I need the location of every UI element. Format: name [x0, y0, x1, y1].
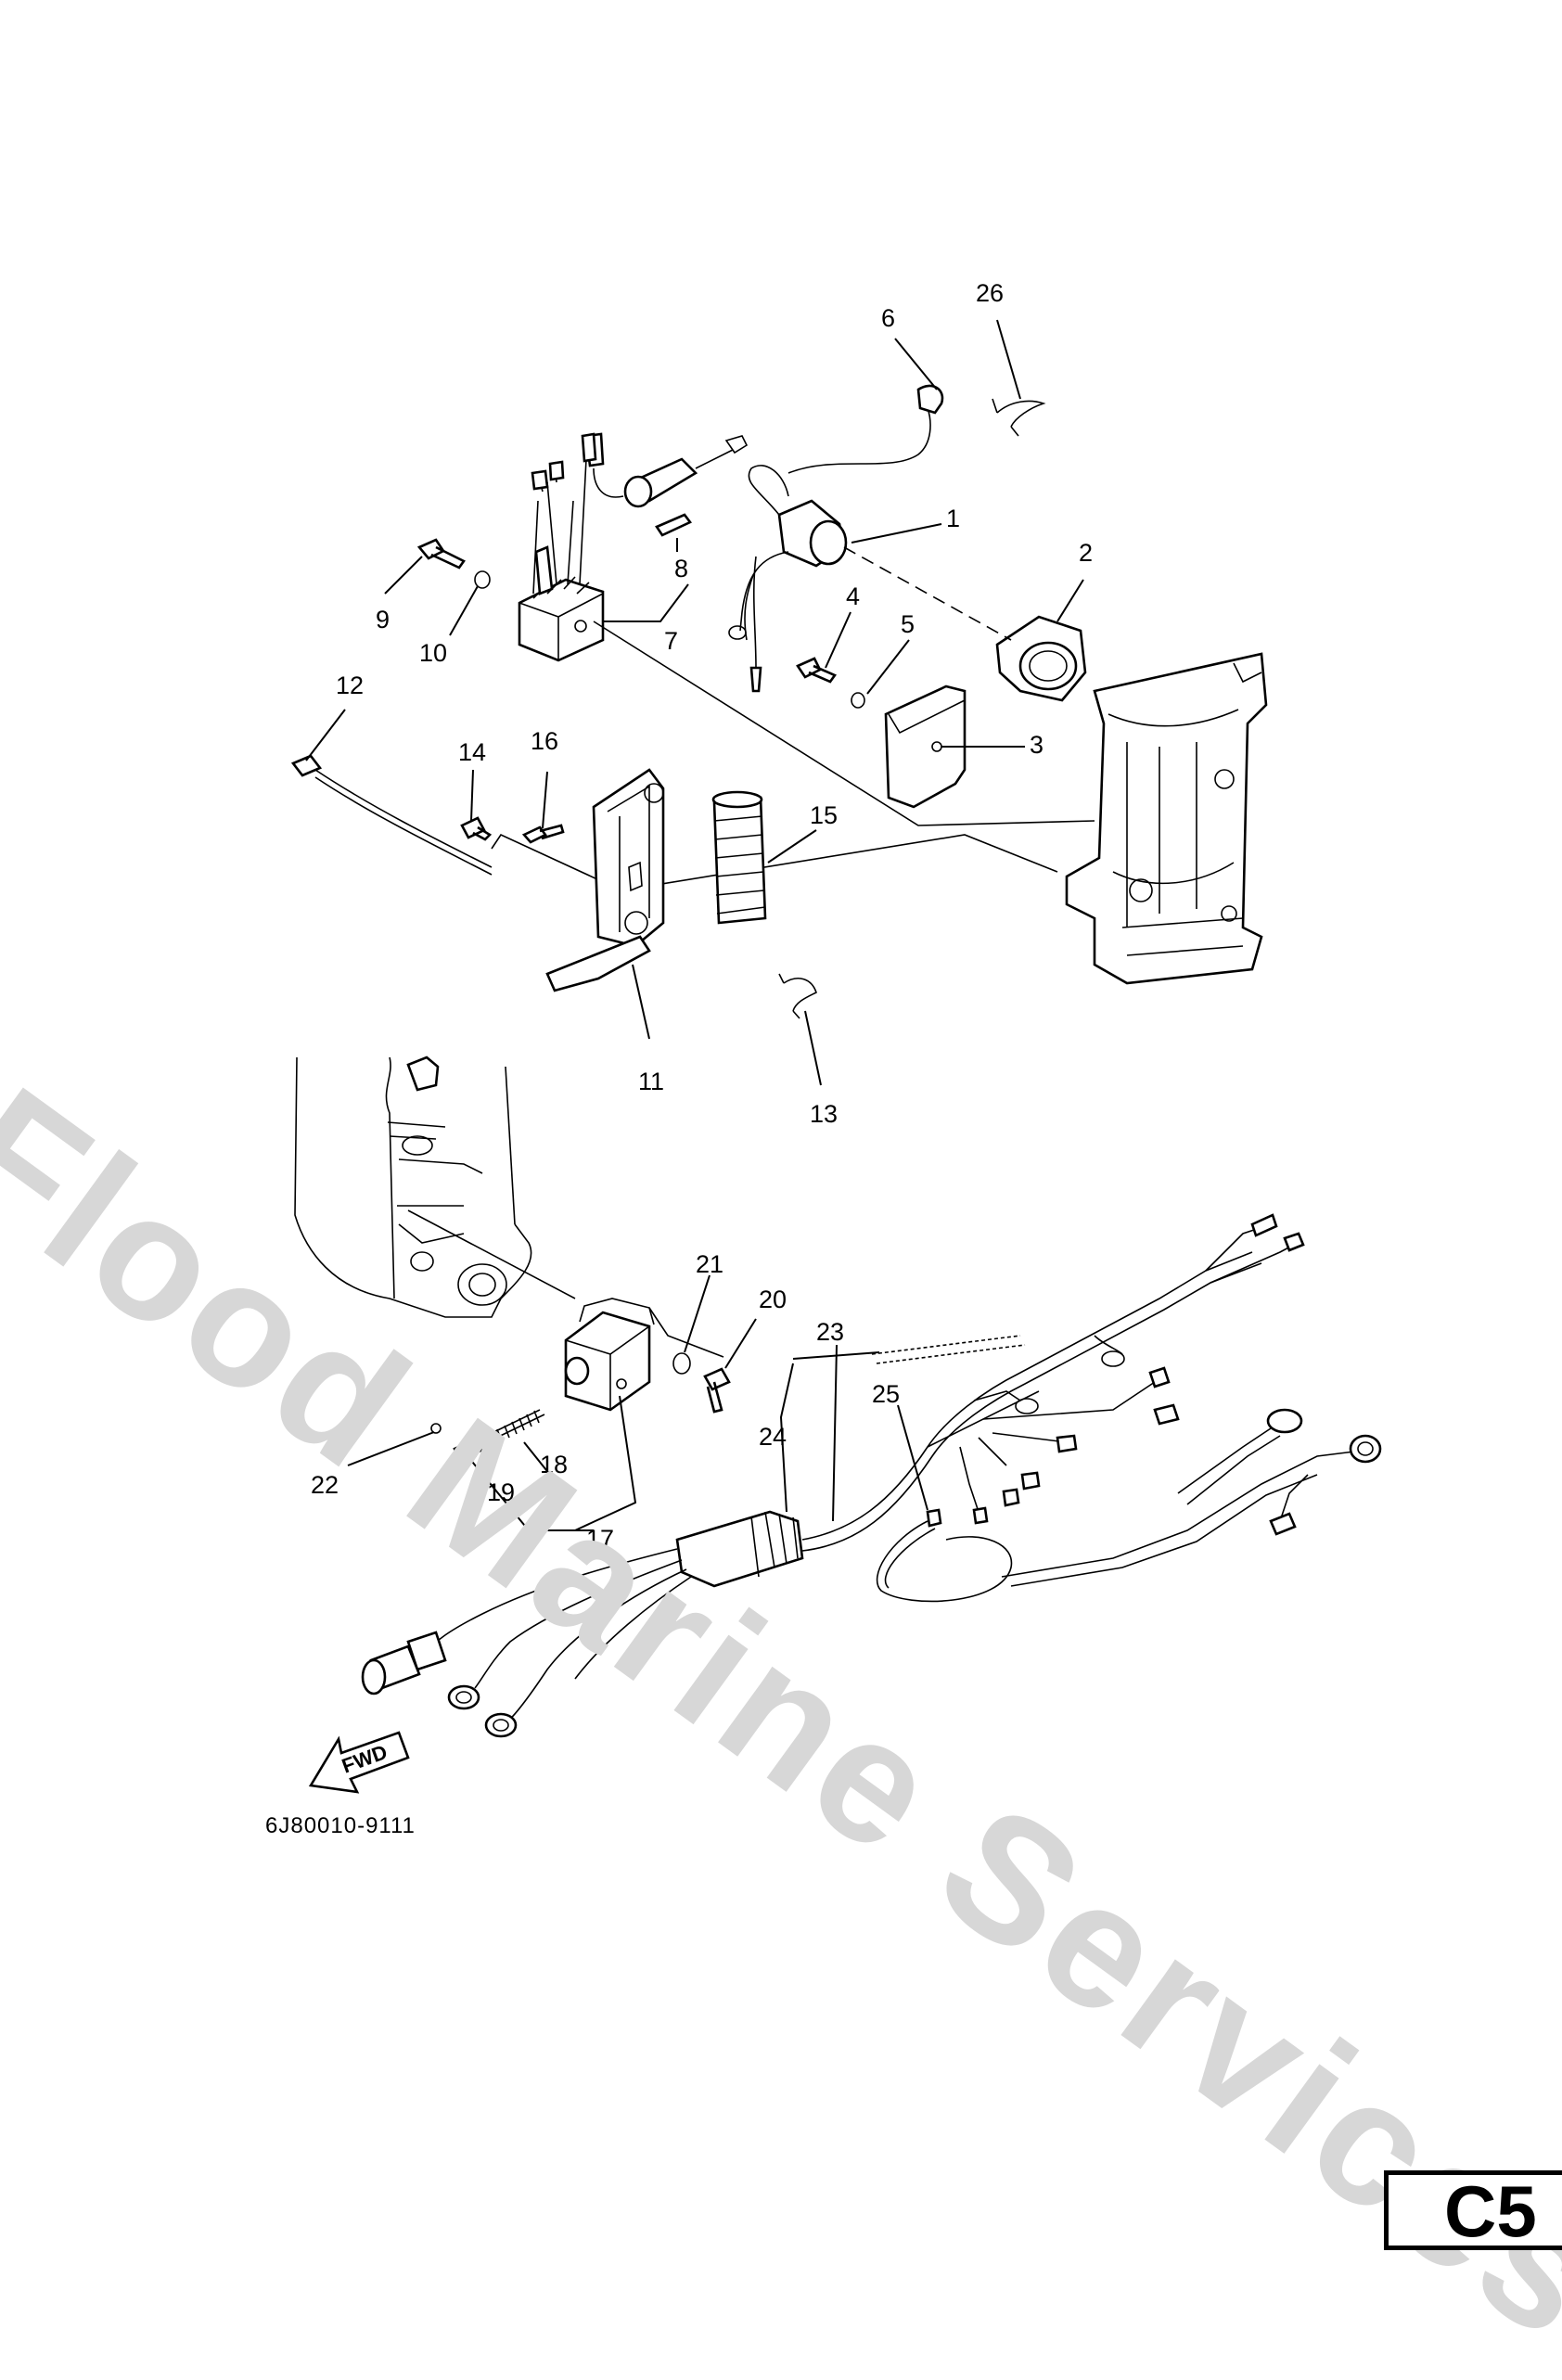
forward-direction-arrow: FWD — [308, 1731, 410, 1794]
o-ring-22 — [430, 1423, 442, 1434]
cable-tie-head — [290, 754, 323, 777]
cable-tie-strap — [314, 769, 493, 876]
mount-bracket-housing — [1065, 652, 1268, 985]
wire-clip-13 — [778, 973, 817, 1019]
callout-6: 6 — [881, 304, 895, 332]
component-bracket — [545, 768, 665, 992]
callout-3: 3 — [1030, 731, 1043, 759]
wire-terminal-cap — [916, 384, 944, 415]
bolt-16 — [521, 824, 565, 844]
callout-7: 7 — [664, 627, 678, 655]
diagram-canvas: FWD 1 2 3 4 5 6 7 8 9 10 11 — [290, 279, 1382, 1794]
diagram-part-number: 6J80010-9111 — [265, 1813, 416, 1838]
washer-21 — [672, 1352, 691, 1375]
bolt-14 — [460, 816, 493, 841]
callout-9: 9 — [376, 606, 390, 633]
callout-21: 21 — [696, 1250, 723, 1278]
mounting-plate-edge — [888, 699, 966, 735]
switch-plunger — [453, 1438, 492, 1465]
assembly-line — [843, 546, 1012, 641]
callout-22: 22 — [311, 1471, 339, 1499]
callout-labels: 1 2 3 4 5 6 7 8 9 10 11 12 13 14 15 16 1… — [311, 279, 1093, 1553]
rectifier-regulator — [518, 432, 605, 662]
washer-5 — [851, 692, 865, 709]
washer-10 — [474, 570, 491, 589]
callout-25: 25 — [872, 1380, 900, 1408]
callout-4: 4 — [846, 582, 860, 610]
assembly-line — [593, 621, 1095, 826]
callout-20: 20 — [759, 1286, 787, 1313]
relay-clamp — [995, 615, 1087, 702]
callout-14: 14 — [458, 738, 486, 766]
callout-16: 16 — [531, 727, 558, 755]
callout-17: 17 — [586, 1525, 614, 1553]
callout-19: 19 — [487, 1478, 515, 1506]
callout-15: 15 — [810, 801, 838, 829]
mounting-plate — [884, 685, 967, 809]
callout-8: 8 — [674, 555, 688, 582]
callout-11: 11 — [638, 1068, 664, 1095]
switch-spring — [481, 1409, 545, 1446]
callout-18: 18 — [540, 1451, 568, 1478]
wire-clip-small — [992, 398, 1046, 437]
callout-12: 12 — [336, 672, 364, 699]
assembly-line — [491, 833, 1058, 891]
fuse-holder — [584, 432, 749, 508]
callout-24: 24 — [759, 1423, 787, 1451]
leader-lines-upper — [305, 319, 1084, 1086]
starter-relay — [728, 465, 848, 693]
page-section-id: C5 — [1384, 2170, 1562, 2250]
bolt-4 — [796, 657, 837, 684]
callout-5: 5 — [901, 610, 915, 638]
assembly-line — [407, 1209, 576, 1299]
leader-lines-lower — [347, 1274, 928, 1531]
engine-block-partial — [294, 1056, 532, 1318]
callout-13: 13 — [810, 1100, 838, 1128]
fuse — [655, 513, 693, 537]
assembly-line — [648, 1307, 724, 1358]
bolt-9 — [416, 538, 466, 569]
rubber-grommet-stack — [711, 790, 767, 925]
callout-10: 10 — [419, 639, 447, 667]
callout-26: 26 — [976, 279, 1004, 307]
wire-harness — [361, 1213, 1382, 1738]
parts-diagram: FWD 1 2 3 4 5 6 7 8 9 10 11 — [0, 279, 1562, 2377]
callout-1: 1 — [946, 505, 960, 532]
callout-2: 2 — [1079, 539, 1093, 567]
relay-lead-wire — [787, 407, 931, 474]
neutral-switch-assembly — [564, 1298, 655, 1412]
bolt-20 — [703, 1367, 731, 1414]
callout-23: 23 — [816, 1318, 844, 1346]
